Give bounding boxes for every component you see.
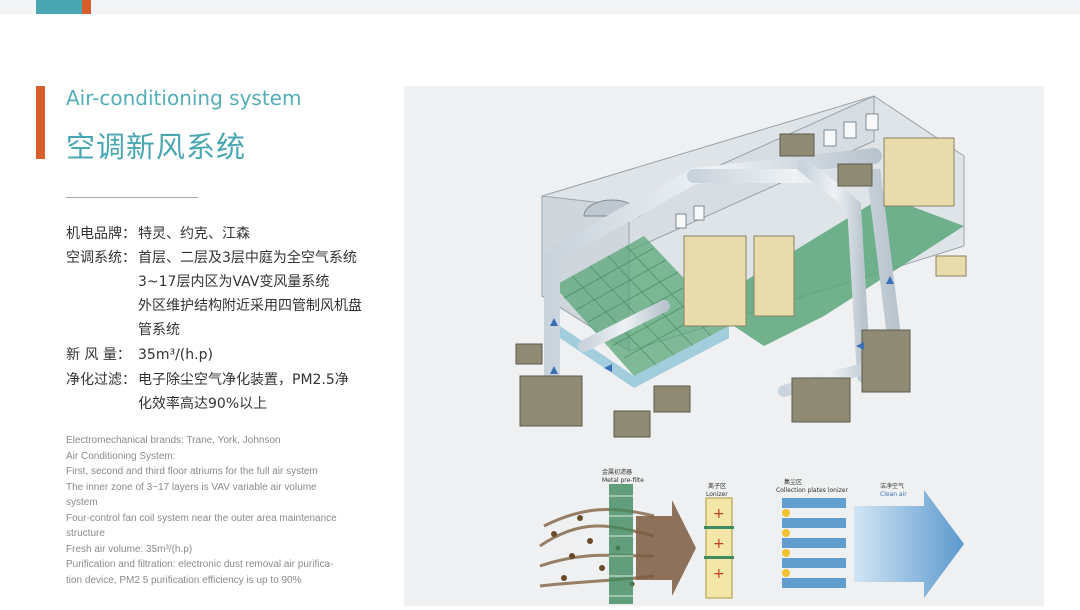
spec-value: 化效率高达90%以上 [138, 396, 268, 412]
spec-fresh-air: 新 风 量： 35m³/(h.p) [66, 343, 213, 367]
svg-text:+: + [713, 536, 725, 552]
ahu-units [515, 133, 911, 438]
heading-accent-bar [36, 86, 45, 159]
english-line: structure [66, 528, 105, 539]
spec-filtration: 净化过滤：电子除尘空气净化装置，PM2.5净 [66, 368, 349, 392]
spec-label: 新 风 量： [66, 347, 131, 363]
spec-ac-system: 空调系统：首层、二层及3层中庭为全空气系统 [66, 246, 357, 270]
filtration-diagram: + + + 金属初滤器 Metal pre-filte 离子区 Lonizer 集尘… [539, 468, 964, 604]
english-line: Four-control fan coil system near the ou… [66, 512, 337, 524]
title-divider [66, 197, 198, 198]
office-furniture [683, 137, 967, 327]
english-line: The inner zone of 3~17 layers is VAV var… [66, 481, 317, 493]
label-metal-prefilter-en: Metal pre-filte [602, 477, 644, 484]
spec-label: 净化过滤： [66, 372, 136, 388]
spec-value: 首层、二层及3层中庭为全空气系统 [138, 250, 357, 266]
label-ionizer-en: Lonizer [706, 491, 728, 498]
svg-text:+: + [713, 566, 725, 582]
hvac-diagram: + + + 金属初滤器 Metal pre-filte 离子区 Lonizer 集尘… [515, 95, 967, 604]
spec-value: 电子除尘空气净化装置，PM2.5净 [138, 372, 349, 388]
ionizer [705, 497, 733, 599]
spec-label: 空调系统： [66, 250, 136, 266]
spec-value: 特灵、约克、江森 [138, 226, 250, 242]
english-line: First, second and third floor atriums fo… [66, 466, 318, 477]
english-line: tion device, PM2 5 purification efficien… [66, 574, 302, 586]
clean-air-arrow [854, 490, 964, 598]
label-metal-prefilter-zh: 金属初滤器 [602, 468, 632, 476]
top-bar [0, 0, 1080, 14]
spec-value: 管系统 [138, 322, 180, 338]
label-clean-air-zh: 洁净空气 [880, 482, 904, 490]
label-collection-en: Collection plates lonizer [776, 487, 848, 494]
hvac-illustration: + + + 金属初滤器 Metal pre-filte 离子区 Lonizer 集尘… [404, 86, 1044, 606]
top-orange-tab [82, 0, 91, 14]
label-clean-air-en: Clean air [880, 491, 907, 498]
svg-text:+: + [713, 506, 725, 522]
english-line: system [66, 497, 98, 508]
flow-arrows [550, 276, 894, 374]
english-line: Electromechanical brands: Trane, York, J… [66, 435, 281, 446]
top-teal-tab [36, 0, 82, 14]
english-line: Purification and filtration: electronic … [66, 559, 334, 570]
collection-plates [782, 498, 846, 588]
spec-label: 机电品牌： [66, 226, 136, 242]
english-line: Air Conditioning System: [66, 450, 176, 462]
metal-prefilter [609, 484, 633, 604]
spec-value: 3~17层内区为VAV变风量系统 [138, 274, 330, 290]
label-ionizer-zh: 离子区 [708, 482, 726, 490]
spec-value: 外区维护结构附近采用四管制风机盘 [138, 298, 362, 314]
chinese-title: 空调新风系统 [66, 130, 247, 164]
atrium-floor [554, 236, 729, 376]
english-description: Electromechanical brands: Trane, York, J… [66, 433, 371, 588]
english-title: Air-conditioning system [66, 86, 302, 110]
label-dirty-air: Dirty air [552, 543, 577, 550]
spec-brand: 机电品牌：特灵、约克、江森 [66, 222, 250, 246]
label-collection-zh: 集尘区 [784, 478, 802, 486]
spec-value: 35m³/(h.p) [138, 347, 213, 363]
english-line: Fresh air volume: 35m³/(h.p) [66, 543, 193, 555]
